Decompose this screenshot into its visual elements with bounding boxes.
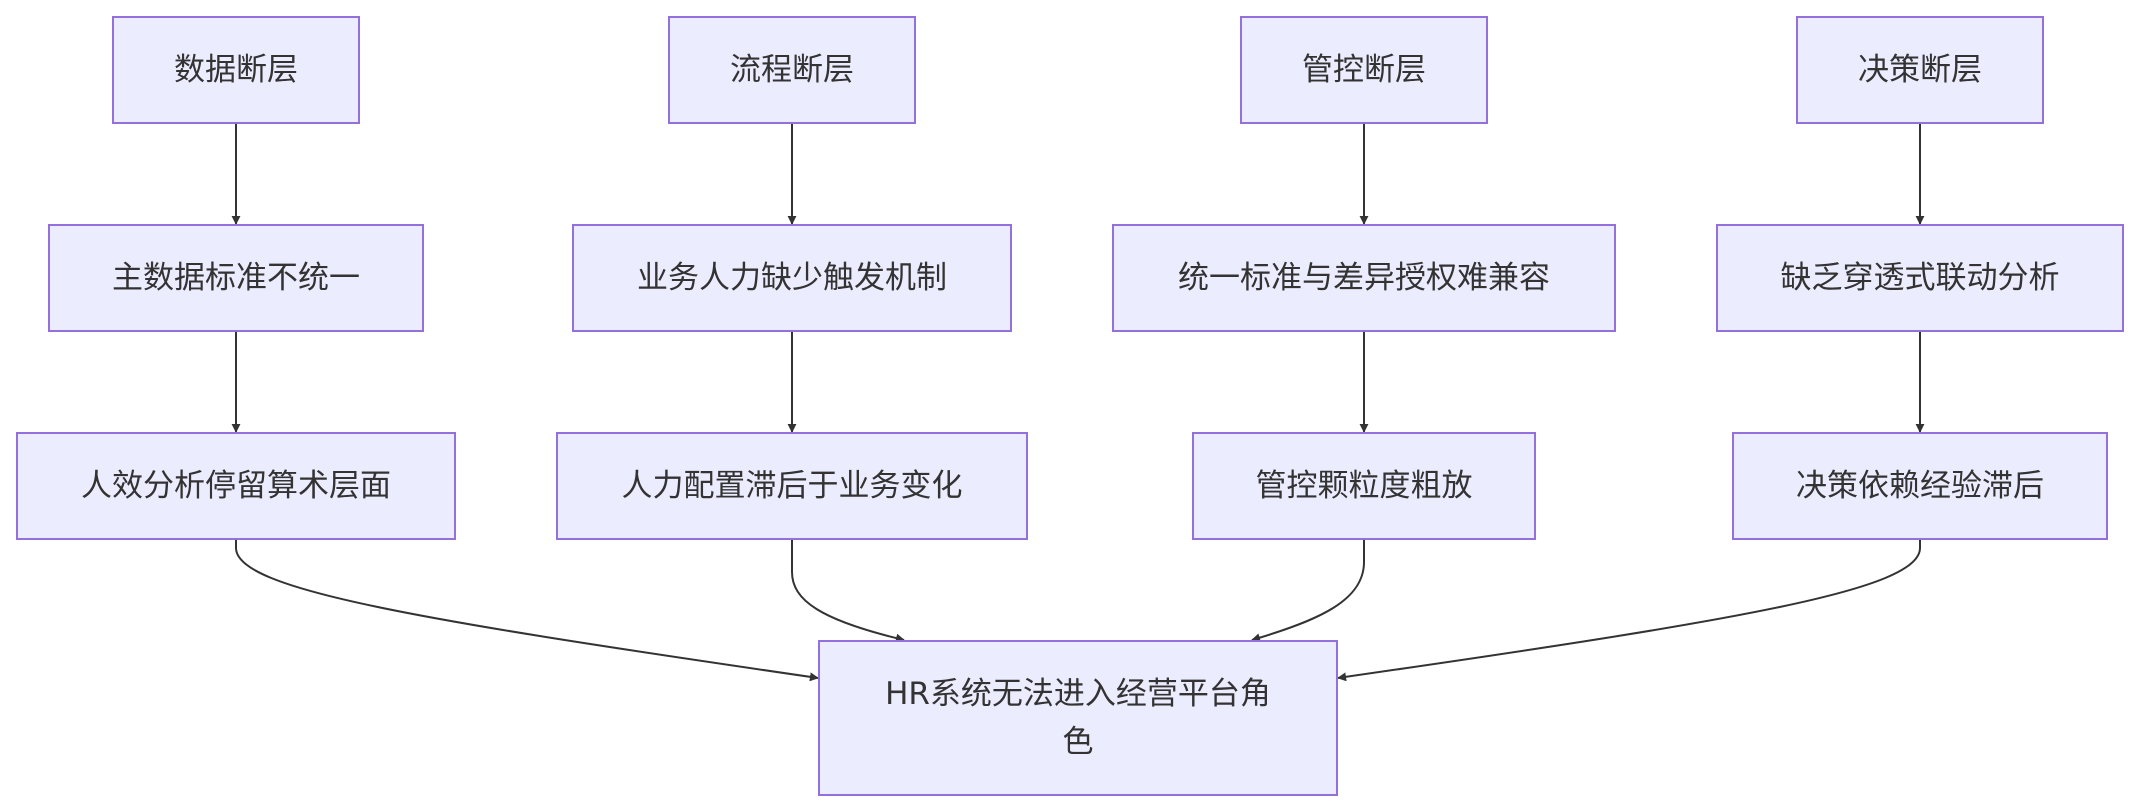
node-hr-outcome: HR系统无法进入经营平台角色: [818, 640, 1338, 796]
node-process-gap: 流程断层: [668, 16, 916, 124]
node-experience-effect: 决策依赖经验滞后: [1732, 432, 2108, 540]
node-label: 决策断层: [1858, 52, 1982, 88]
node-granularity-effect: 管控颗粒度粗放: [1192, 432, 1536, 540]
edge-granularity-to-hr: [1251, 540, 1365, 643]
node-label: 人效分析停留算术层面: [81, 468, 391, 504]
edge-allocation-to-hr: [791, 540, 905, 643]
node-label: 数据断层: [174, 52, 298, 88]
node-label: 业务人力缺少触发机制: [637, 260, 947, 296]
node-standard-authorization-issue: 统一标准与差异授权难兼容: [1112, 224, 1616, 332]
node-label: 统一标准与差异授权难兼容: [1178, 260, 1550, 296]
node-label: 人力配置滞后于业务变化: [621, 468, 963, 504]
node-efficiency-effect: 人效分析停留算术层面: [16, 432, 456, 540]
edge-experience-to-hr: [1337, 540, 1921, 682]
node-label: HR系统无法进入经营平台角色: [885, 676, 1271, 760]
edge-efficiency-to-hr: [235, 540, 819, 682]
node-label: 管控断层: [1302, 52, 1426, 88]
node-label: 决策依赖经验滞后: [1796, 468, 2044, 504]
node-label: 管控颗粒度粗放: [1255, 468, 1473, 504]
node-label: 流程断层: [730, 52, 854, 88]
node-label: 主数据标准不统一: [112, 260, 360, 296]
node-data-gap: 数据断层: [112, 16, 360, 124]
node-decision-gap: 决策断层: [1796, 16, 2044, 124]
node-allocation-effect: 人力配置滞后于业务变化: [556, 432, 1028, 540]
node-label: 缺乏穿透式联动分析: [1780, 260, 2060, 296]
node-master-data-issue: 主数据标准不统一: [48, 224, 424, 332]
node-trigger-mechanism-issue: 业务人力缺少触发机制: [572, 224, 1012, 332]
node-linkage-analysis-issue: 缺乏穿透式联动分析: [1716, 224, 2124, 332]
node-control-gap: 管控断层: [1240, 16, 1488, 124]
